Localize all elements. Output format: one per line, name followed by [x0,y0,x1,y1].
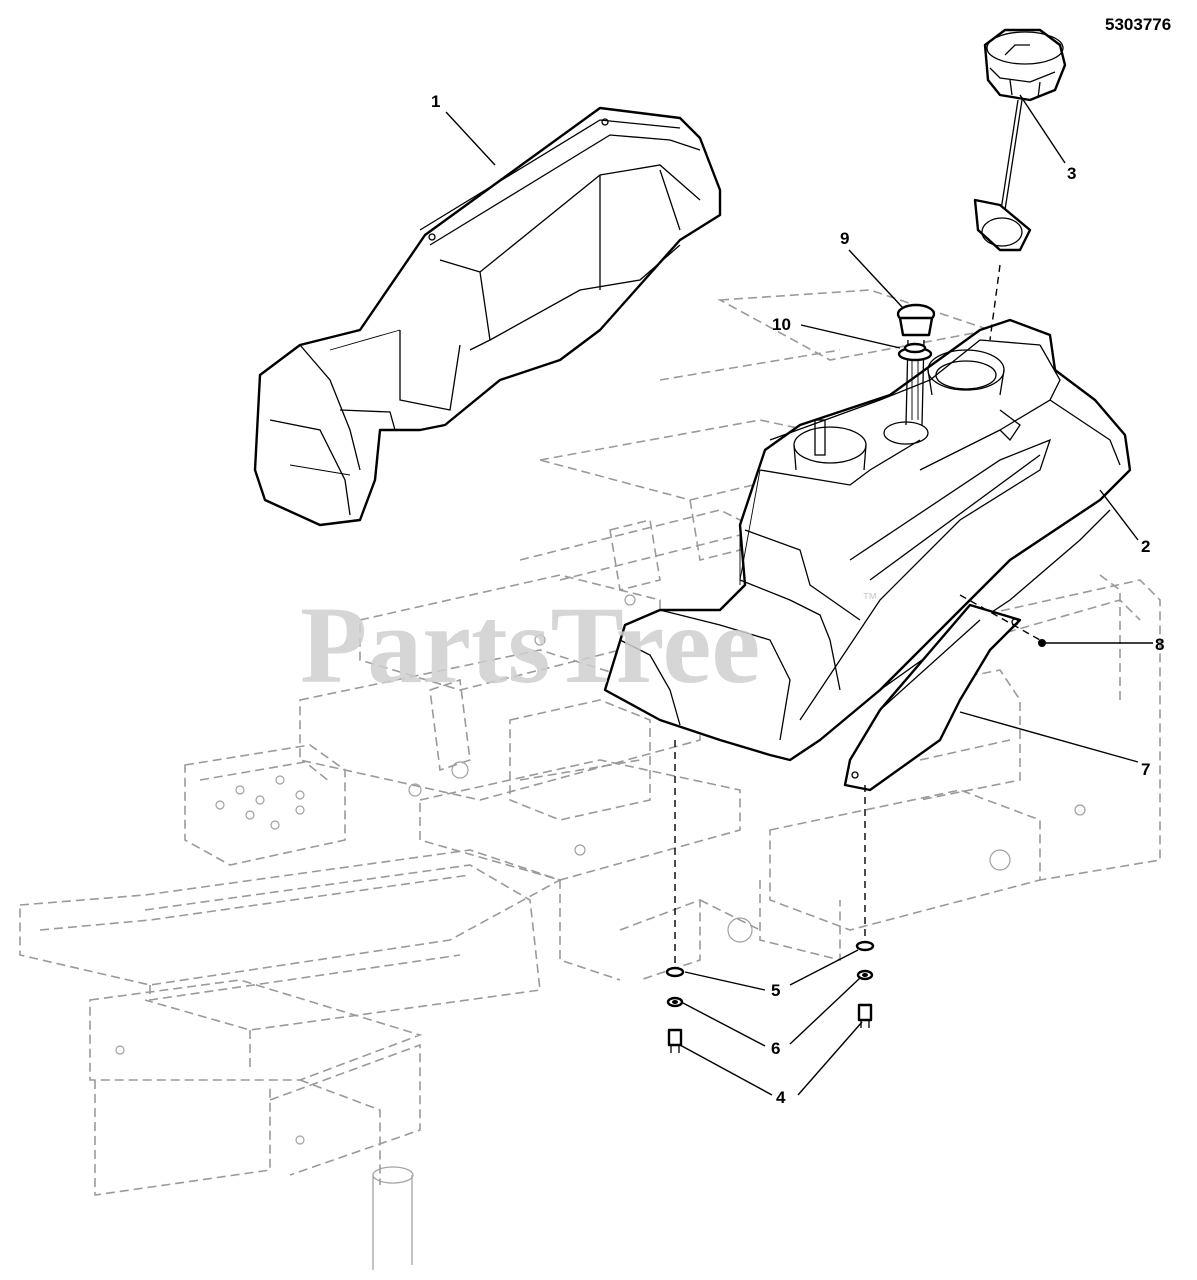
part-1-seat-pan [253,106,722,527]
callout-7: 7 [1141,760,1150,779]
callout-5: 5 [771,981,780,1000]
callout-8: 8 [1155,635,1164,654]
watermark-trademark: ™ [862,591,878,608]
partstree-watermark: PartsTree ™ [300,584,878,706]
part-10-boot-washer [897,342,933,362]
hardware-right-stack [855,940,875,1028]
callout-1: 1 [431,92,440,111]
part-8-rivet [1038,639,1046,647]
callout-2: 2 [1141,537,1150,556]
hardware-left-stack [665,966,685,1053]
assembly-lines [674,264,1041,968]
part-2-fuel-tank-console [603,318,1132,762]
document-number: 5303776 [1105,15,1171,34]
callout-3: 3 [1067,164,1076,183]
part-7-side-bracket [843,603,1022,792]
callout-10: 10 [772,315,791,334]
watermark-text: PartsTree [300,584,760,706]
chassis-frame [19,289,1161,1270]
part-3-fuel-cap [973,28,1067,252]
callout-4: 4 [776,1088,786,1107]
callout-6: 6 [771,1039,780,1058]
leader-lines [445,94,1153,1096]
callout-9: 9 [840,229,849,248]
